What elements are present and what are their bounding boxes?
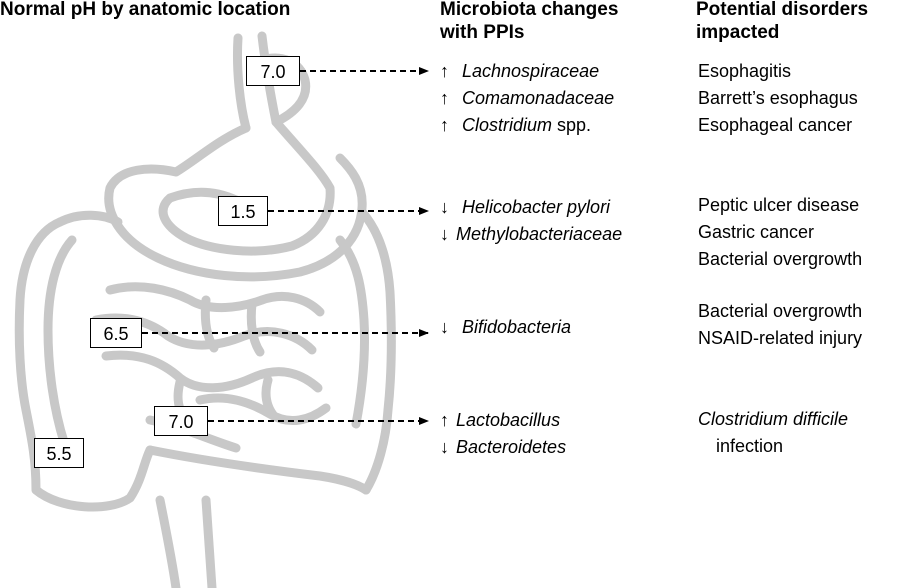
disorder-item: Peptic ulcer disease <box>698 195 860 215</box>
ph-box-ileum: 7.0 <box>154 406 208 436</box>
microbiota-header-line-2: with PPIs <box>440 22 525 43</box>
taxon-suffix: spp. <box>552 115 592 135</box>
arrow-down-icon: ↓ <box>440 317 449 337</box>
disorder-item: infection <box>716 436 784 456</box>
arrow-up-icon: ↑ <box>440 410 449 430</box>
microbiota-row: ↑ Clostridium spp. <box>440 112 614 139</box>
disorder-item: NSAID-related injury <box>698 328 863 348</box>
ph-header: Normal pH by anatomic location <box>0 0 291 20</box>
microbiota-row: ↓ Bacteroidetes <box>440 434 566 461</box>
rectum-outline <box>155 495 181 588</box>
disorder-item: Esophagitis <box>698 61 792 81</box>
arrow-down-icon: ↓ <box>440 197 449 217</box>
microbiota-esophagus: ↑ Lachnospiraceae ↑ Comamonadaceae ↑ Clostr… <box>440 58 614 139</box>
disorder-item: Barrett’s esophagus <box>698 88 858 108</box>
ph-box-esophagus: 7.0 <box>246 56 300 86</box>
taxon-name: Bifidobacteria <box>462 317 572 337</box>
taxon-name: Clostridium <box>462 115 553 135</box>
taxon-name: Methylobacteriaceae <box>456 224 623 244</box>
colon-right-inner <box>335 235 370 429</box>
colon-top <box>55 210 123 227</box>
arrow-up-icon: ↑ <box>440 61 449 81</box>
microbiota-row: ↓ Methylobacteriaceae <box>440 221 622 248</box>
ph-box-small-intestine: 6.5 <box>90 318 142 348</box>
colon-bottom <box>145 445 371 495</box>
disorder-item: Bacterial overgrowth <box>698 301 863 321</box>
disorder-item: Clostridium difficile <box>698 409 849 429</box>
disorders-header-line-1: Potential disorders <box>696 0 869 20</box>
disorder-item: Gastric cancer <box>698 222 815 242</box>
microbiota-header: Microbiota changes with PPIs <box>440 0 618 44</box>
taxon-name: Comamonadaceae <box>462 88 615 108</box>
disorders-stomach: Peptic ulcer disease Gastric cancer Bact… <box>698 192 862 273</box>
microbiota-small-intestine: ↓ Bifidobacteria <box>440 314 571 341</box>
microbiota-row: ↓ Bifidobacteria <box>440 314 571 341</box>
ph-box-stomach: 1.5 <box>218 196 268 226</box>
arrow-down-icon: ↓ <box>440 437 449 457</box>
disorder-item: Bacterial overgrowth <box>698 249 863 269</box>
disorders-ileum: Clostridium difficile infection <box>698 406 848 460</box>
microbiota-stomach: ↓ Helicobacter pylori ↓ Methylobacteriacea… <box>440 194 622 248</box>
disorder-item: Esophageal cancer <box>698 115 853 135</box>
esophagus-outline <box>232 33 251 133</box>
taxon-name: Helicobacter pylori <box>462 197 611 217</box>
microbiota-row: ↓ Helicobacter pylori <box>440 194 622 221</box>
microbiota-row: ↑ Lactobacillus <box>440 407 566 434</box>
arrow-up-icon: ↑ <box>440 88 449 108</box>
small-intestine-loops <box>91 282 331 453</box>
small-intestine-loops-2 <box>173 295 279 425</box>
colon-inner <box>43 235 77 447</box>
disorders-header-line-2: impacted <box>696 22 780 43</box>
stomach-outline <box>104 123 367 282</box>
microbiota-header-line-1: Microbiota changes <box>440 0 619 20</box>
taxon-name: Lachnospiraceae <box>462 61 600 81</box>
arrow-down-icon: ↓ <box>440 224 449 244</box>
ph-box-colon: 5.5 <box>34 438 84 468</box>
stomach-inner <box>158 117 335 256</box>
microbiota-row: ↑ Lachnospiraceae <box>440 58 614 85</box>
taxon-name: Bacteroidetes <box>456 437 567 457</box>
arrow-up-icon: ↑ <box>440 115 449 135</box>
microbiota-ileum: ↑ Lactobacillus ↓ Bacteroidetes <box>440 407 566 461</box>
microbiota-row: ↑ Comamonadaceae <box>440 85 614 112</box>
taxon-name: Lactobacillus <box>456 410 561 430</box>
disorders-small-intestine: Bacterial overgrowth NSAID-related injur… <box>698 298 862 352</box>
rectum-outline-right <box>201 495 217 588</box>
colon-right <box>357 207 396 495</box>
disorders-esophagus: Esophagitis Barrett’s esophagus Esophage… <box>698 58 858 139</box>
colon-outline <box>14 217 155 512</box>
disorders-header: Potential disorders impacted <box>696 0 868 44</box>
